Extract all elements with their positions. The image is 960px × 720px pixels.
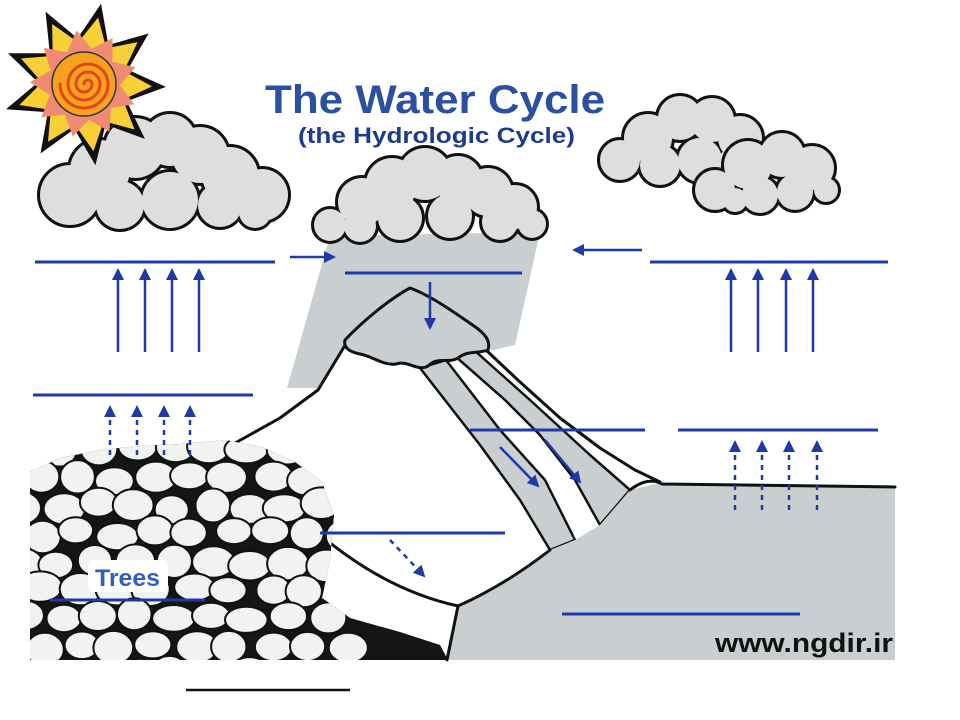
tree-foliage	[78, 486, 119, 518]
ocean	[445, 483, 895, 660]
tree-foliage	[327, 631, 369, 660]
land-contour	[316, 531, 460, 608]
watermark: www.ngdir.ir	[714, 628, 894, 658]
tree-foliage	[30, 631, 65, 660]
tree-foliage	[229, 656, 271, 660]
dashed-diagonal-arrow	[389, 539, 426, 578]
tree-foliage	[30, 490, 42, 527]
snow-cap	[343, 286, 491, 370]
mountain-outline	[226, 340, 662, 484]
tree-foliage	[250, 516, 291, 546]
tree-foliage	[135, 514, 175, 547]
tree-foliage	[205, 460, 248, 494]
tree-foliage	[151, 604, 197, 633]
tree-foliage	[120, 657, 160, 660]
diagram-subtitle: (the Hydrologic Cycle)	[298, 123, 575, 148]
tree-foliage	[268, 601, 309, 632]
tree-foliage	[77, 600, 118, 632]
trees-label: Trees	[95, 565, 160, 592]
tree-foliage	[289, 630, 327, 660]
tree-foliage	[45, 603, 83, 634]
tree-foliage	[227, 550, 273, 582]
tree-foliage	[191, 601, 231, 630]
tree-foliage	[224, 605, 269, 634]
shoreline	[628, 479, 897, 492]
tree-foliage	[253, 631, 294, 660]
tree-foliage	[210, 629, 248, 660]
answer-blanks	[33, 260, 888, 616]
sun-spiral	[58, 62, 110, 110]
tree-foliage	[288, 516, 325, 551]
tree-foliage	[30, 599, 45, 632]
tree-foliage	[133, 630, 173, 660]
tree-foliage	[92, 629, 135, 660]
tree-foliage	[149, 654, 190, 660]
tree-foliage	[169, 517, 208, 548]
tree-foliage	[111, 488, 155, 523]
tree-foliage	[208, 576, 248, 605]
trees-label-background	[88, 560, 168, 592]
diagonal-arrow	[499, 446, 540, 488]
diagram-title: The Water Cycle	[265, 78, 605, 122]
shoreline-left	[445, 548, 552, 662]
sun-icon	[6, 3, 166, 166]
tree-foliage	[215, 517, 253, 546]
tree-foliage	[57, 516, 95, 545]
tree-foliage	[194, 487, 232, 524]
arrows	[104, 244, 823, 578]
diagonal-arrow	[544, 439, 582, 484]
tree-foliage	[116, 597, 153, 632]
tree-foliage	[169, 461, 210, 491]
